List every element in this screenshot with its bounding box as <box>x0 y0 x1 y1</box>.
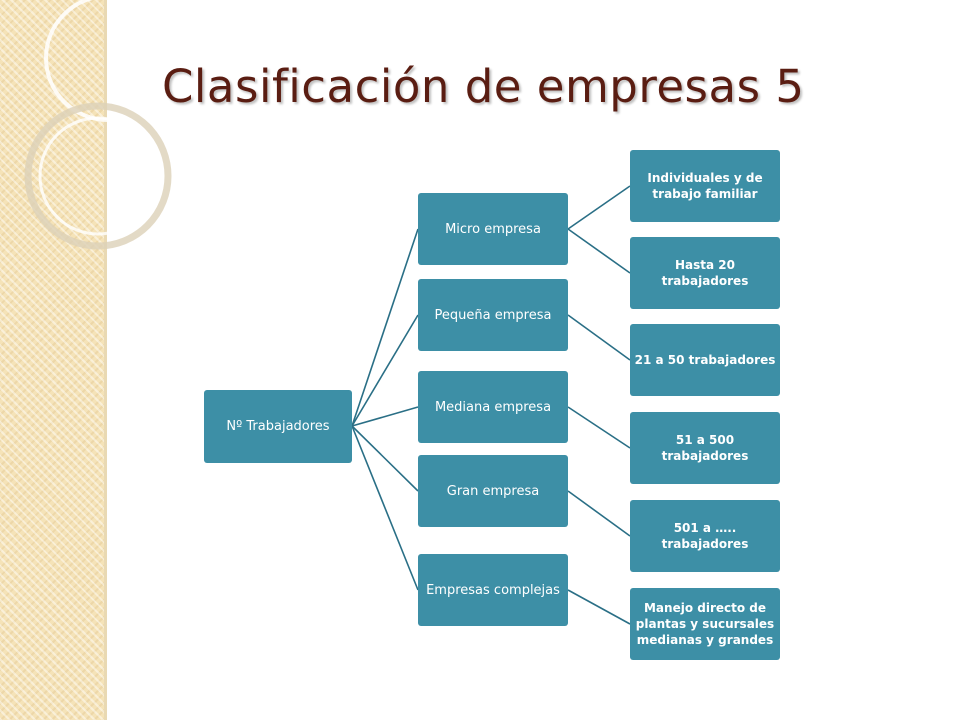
connector-root-complejas <box>351 425 419 591</box>
node-manejo-directo: Manejo directo de plantas y sucursales m… <box>630 588 780 660</box>
decorative-rings-icon <box>24 0 172 250</box>
connector-micro-individuales <box>567 185 631 230</box>
connector-gran-501 <box>567 490 631 537</box>
node-individuales: Individuales y de trabajo familiar <box>630 150 780 222</box>
decorative-divider <box>104 0 107 720</box>
node-mediana-empresa: Mediana empresa <box>418 371 568 443</box>
node-51-a-500: 51 a 500 trabajadores <box>630 412 780 484</box>
connector-micro-hasta20 <box>567 228 631 274</box>
node-pequena-empresa: Pequeña empresa <box>418 279 568 351</box>
node-root-trabajadores: Nº Trabajadores <box>204 390 352 463</box>
node-hasta-20: Hasta 20 trabajadores <box>630 237 780 309</box>
connector-root-gran <box>351 425 419 492</box>
node-21-a-50: 21 a 50 trabajadores <box>630 324 780 396</box>
slide-title: Clasificación de empresas 5 <box>162 60 805 113</box>
connector-pequena-21a50 <box>567 314 631 361</box>
node-micro-empresa: Micro empresa <box>418 193 568 265</box>
node-empresas-complejas: Empresas complejas <box>418 554 568 626</box>
connector-root-micro <box>351 228 419 427</box>
connector-mediana-51a500 <box>567 406 631 449</box>
node-gran-empresa: Gran empresa <box>418 455 568 527</box>
connector-root-mediana <box>351 406 419 427</box>
connector-root-pequena <box>351 314 419 427</box>
node-501: 501 a ….. trabajadores <box>630 500 780 572</box>
connector-complejas-manejo <box>567 589 631 625</box>
